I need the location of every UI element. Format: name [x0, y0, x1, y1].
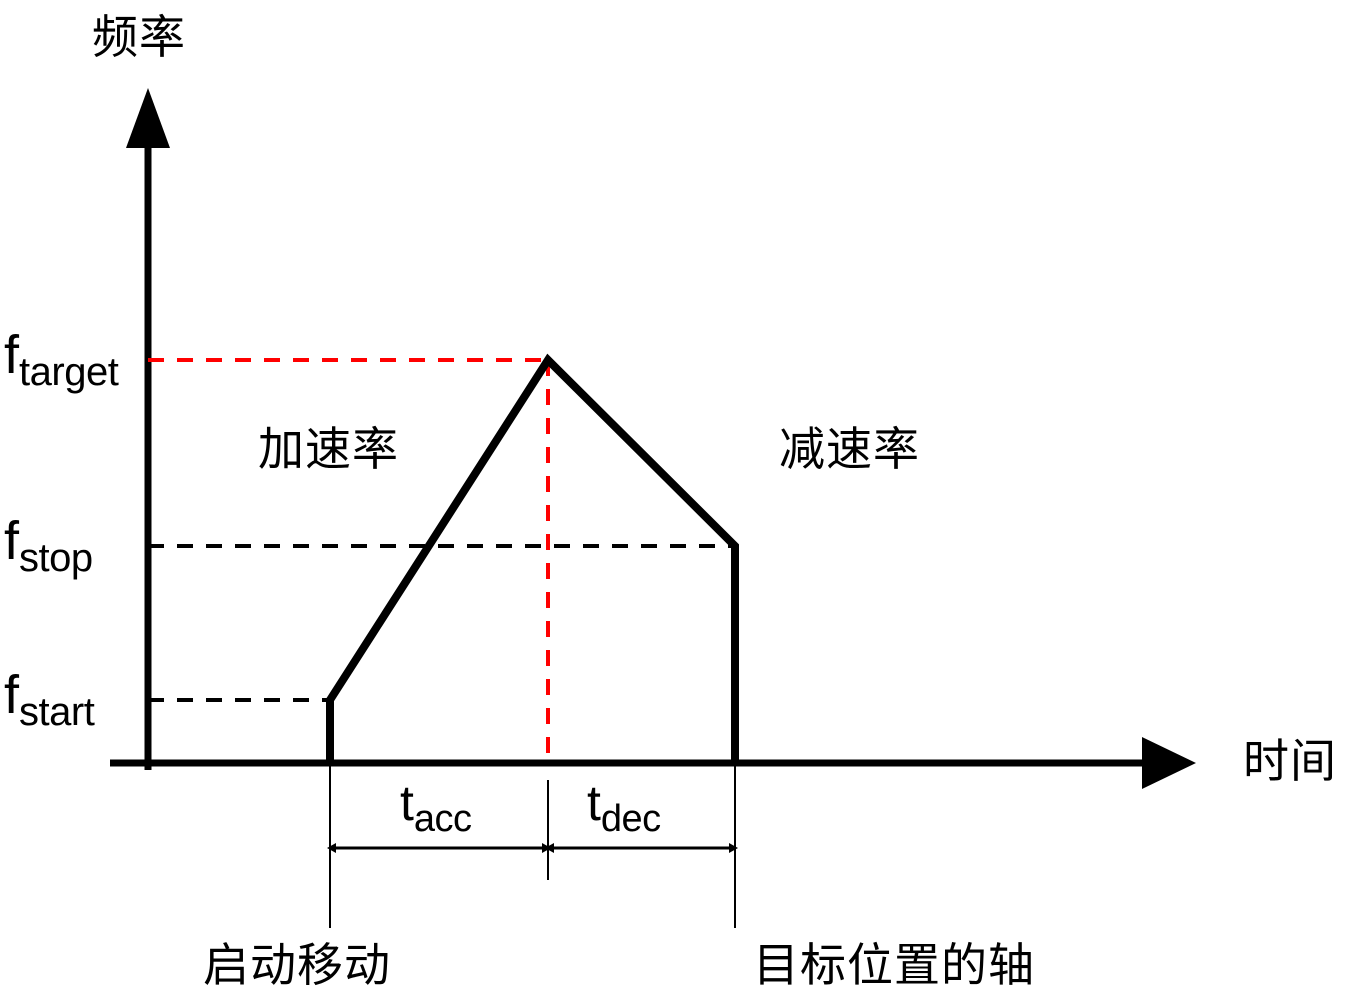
t-acc-subscript: acc	[413, 798, 472, 840]
t-acc-base: t	[400, 775, 414, 831]
f-start-subscript: start	[19, 690, 95, 734]
f-start-base: f	[4, 665, 20, 725]
f-target-subscript: target	[19, 350, 119, 394]
acceleration-rate-label: 加速率	[258, 422, 399, 476]
y-axis-label: 频率	[92, 10, 186, 64]
f-stop-label: fstop	[4, 511, 93, 578]
time-axis	[110, 737, 1196, 789]
frequency-profile-curve	[326, 353, 739, 763]
x-axis-label: 时间	[1243, 734, 1337, 788]
t-acc-label: tacc	[400, 775, 472, 838]
f-start-label: fstart	[4, 665, 95, 732]
x-axis-arrowhead	[1142, 737, 1196, 789]
y-axis-arrowhead	[126, 88, 170, 148]
f-stop-base: f	[4, 511, 20, 571]
f-stop-subscript: stop	[19, 536, 93, 580]
target-axis-caption: 目标位置的轴	[753, 938, 1035, 992]
f-target-label: ftarget	[4, 325, 119, 392]
start-move-caption: 启动移动	[203, 938, 391, 992]
t-dec-label: tdec	[587, 775, 661, 838]
f-target-base: f	[4, 325, 20, 385]
frequency-axis	[126, 88, 170, 770]
t-dec-base: t	[587, 775, 601, 831]
deceleration-rate-label: 减速率	[779, 422, 920, 476]
t-dec-subscript: dec	[600, 798, 661, 840]
